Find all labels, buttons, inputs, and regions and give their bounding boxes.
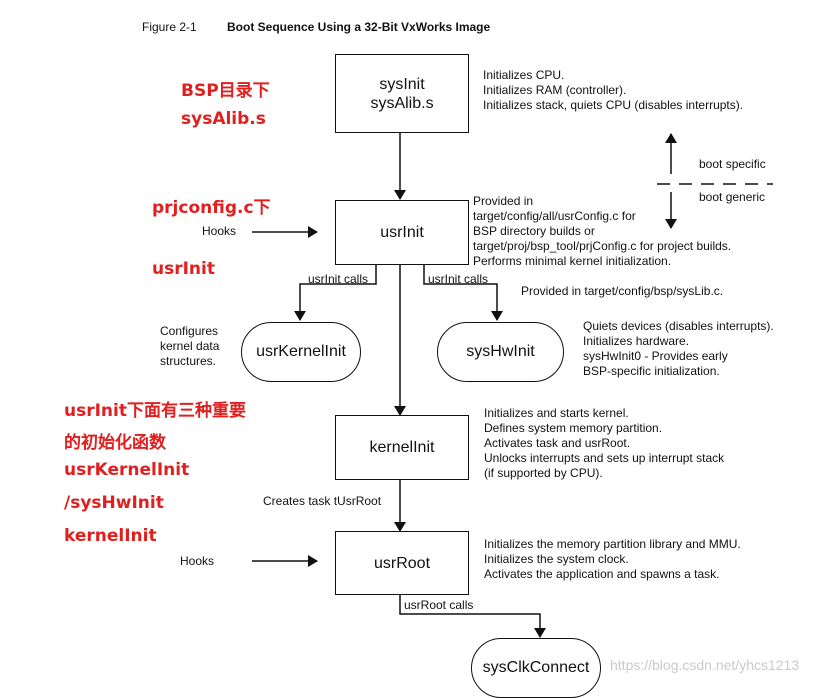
annotation-prjconfig: prjconfig.c下 (152, 198, 271, 218)
usrinit-box: usrInit (335, 200, 469, 265)
note-line: target/config/all/usrConfig.c for (473, 209, 636, 223)
note-line: Activates the application and spawns a t… (484, 567, 720, 581)
sysalib-label: sysAlib.s (370, 94, 434, 112)
annotation-kernelinit: kernelInit (64, 526, 157, 546)
note-line: Initializes and starts kernel. (484, 406, 629, 420)
note-line: Initializes RAM (controller). (483, 83, 627, 97)
note-line: structures. (160, 354, 217, 368)
note-line: target/proj/bsp_tool/prjConfig.c for pro… (473, 239, 732, 253)
note-line: Performs minimal kernel initialization. (473, 254, 672, 268)
boot-specific-label: boot specific (699, 157, 766, 171)
figure-number: Figure 2-1 (142, 20, 197, 34)
sysclkconnect-pill: sysClkConnect (471, 638, 601, 698)
syslib-note: Provided in target/config/bsp/sysLib.c. (521, 284, 723, 299)
note-line: Initializes stack, quiets CPU (disables … (483, 98, 744, 112)
creates-task-label: Creates task tUsrRoot (263, 494, 382, 508)
annotation-three-funcs-1: usrInit下面有三种重要 (64, 401, 246, 421)
syshwinit-label: sysHwInit (466, 343, 535, 360)
kernelinit-label: kernelInit (369, 439, 435, 456)
note-line: Configures (160, 324, 219, 338)
note-line: (if supported by CPU). (484, 466, 603, 480)
annotation-bsp-dir: BSP目录下 (181, 81, 270, 101)
note-line: BSP directory builds or (473, 224, 595, 238)
usrinit-notes: Provided in target/config/all/usrConfig.… (473, 194, 731, 269)
note-line: Initializes the memory partition library… (484, 537, 741, 551)
kernelinit-notes: Initializes and starts kernel. Defines s… (484, 406, 724, 481)
syshwinit-pill: sysHwInit (437, 322, 564, 382)
watermark: https://blog.csdn.net/yhcs1213 (610, 657, 800, 673)
annotation-usrkernelinit: usrKernelInit (64, 460, 190, 480)
line-usrinit-syshwinit (423, 264, 503, 321)
usrroot-calls-label: usrRoot calls (404, 598, 474, 612)
sysinit-box: sysInit sysAlib.s (335, 54, 469, 133)
syshwinit-notes: Quiets devices (disables interrupts). In… (583, 319, 774, 379)
usrroot-label: usrRoot (373, 554, 431, 572)
usrroot-notes: Initializes the memory partition library… (484, 537, 741, 582)
note-line: BSP-specific initialization. (583, 364, 720, 378)
note-line: Provided in (473, 194, 534, 208)
note-line: Quiets devices (disables interrupts). (583, 319, 774, 333)
annotation-three-funcs-2: 的初始化函数 (64, 433, 166, 453)
usrroot-box: usrRoot (335, 531, 469, 595)
kernelinit-box: kernelInit (335, 415, 469, 480)
sysinit-notes: Initializes CPU. Initializes RAM (contro… (483, 68, 743, 113)
note-line: Initializes the system clock. (484, 552, 629, 566)
annotation-syshwinit: /sysHwInit (64, 493, 164, 513)
note-line: Unlocks interrupts and sets up interrupt… (484, 451, 725, 465)
boot-generic-label: boot generic (699, 190, 766, 204)
hooks-label-usrroot: Hooks (180, 554, 215, 568)
usrinit-label: usrInit (380, 224, 424, 241)
note-line: sysHwInit0 - Provides early (583, 349, 728, 363)
line-usrroot-sysclkconnect (399, 594, 546, 638)
note-line: Initializes CPU. (483, 68, 565, 82)
note-line: Initializes hardware. (583, 334, 690, 348)
usrkernelinit-pill: usrKernelInit (241, 322, 361, 382)
note-line: Defines system memory partition. (484, 421, 663, 435)
line-usrinit-usrkernelinit (294, 264, 377, 321)
note-line: Activates task and usrRoot. (484, 436, 631, 450)
note-line: Provided in target/config/bsp/sysLib.c. (521, 284, 724, 298)
kernel-data-notes: Configures kernel data structures. (160, 324, 219, 369)
annotation-usrinit: usrInit (152, 259, 215, 279)
sysclkconnect-label: sysClkConnect (482, 659, 590, 676)
hooks-label-usrinit: Hooks (202, 224, 237, 238)
annotation-sysalib: sysAlib.s (181, 109, 266, 129)
usrinit-calls-right-label: usrInit calls (428, 272, 489, 286)
figure-title: Boot Sequence Using a 32-Bit VxWorks Ima… (227, 20, 491, 34)
usrinit-calls-left-label: usrInit calls (308, 272, 369, 286)
note-line: kernel data (160, 339, 220, 353)
usrkernelinit-label: usrKernelInit (256, 343, 346, 360)
sysinit-label: sysInit (379, 75, 425, 93)
